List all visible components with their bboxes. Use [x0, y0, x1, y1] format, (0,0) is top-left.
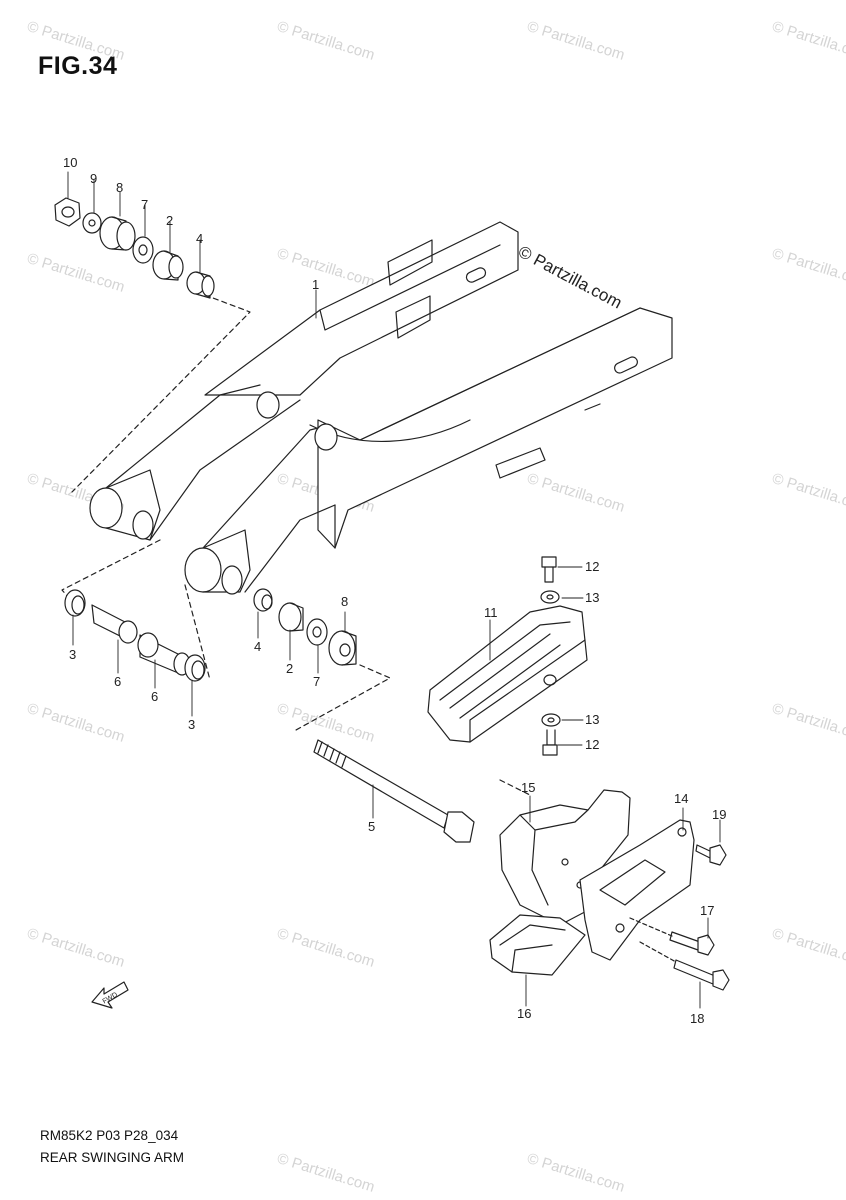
callout-4[interactable]: 4: [254, 639, 261, 654]
callout-13[interactable]: 13: [585, 590, 599, 605]
callout-12[interactable]: 12: [585, 737, 599, 752]
callout-2[interactable]: 2: [286, 661, 293, 676]
washer-13-upper[interactable]: [540, 590, 560, 604]
callout-numbers: 10 9 8 7 2 4 1 3 6 6 3 4 2 7 8 11 12 13 …: [63, 155, 726, 1026]
collar-6-a[interactable]: [91, 604, 138, 644]
callout-14[interactable]: 14: [674, 791, 688, 806]
callout-12[interactable]: 12: [585, 559, 599, 574]
nut-10[interactable]: [54, 197, 81, 227]
guide-plate-14[interactable]: [579, 819, 695, 961]
callout-8[interactable]: 8: [341, 594, 348, 609]
seal-8-lower[interactable]: [328, 630, 357, 666]
callout-11[interactable]: 11: [484, 605, 498, 620]
seal-8-upper[interactable]: [99, 216, 136, 251]
bearing-2-lower[interactable]: [278, 602, 304, 632]
callout-8[interactable]: 8: [116, 180, 123, 195]
callout-3[interactable]: 3: [69, 647, 76, 662]
washer-7-lower[interactable]: [306, 618, 328, 646]
callout-18[interactable]: 18: [690, 1011, 704, 1026]
leader-lines: [61, 294, 531, 796]
figure-code: RM85K2 P03 P28_034: [40, 1128, 179, 1143]
washer-7-upper[interactable]: [132, 236, 154, 264]
seal-3-left[interactable]: [64, 589, 86, 617]
callout-16[interactable]: 16: [517, 1006, 531, 1021]
seal-3-right[interactable]: [184, 654, 206, 682]
figure-name: REAR SWINGING ARM: [40, 1150, 185, 1165]
callout-7[interactable]: 7: [313, 674, 320, 689]
chain-slider-11[interactable]: [427, 605, 588, 743]
callout-7[interactable]: 7: [141, 197, 148, 212]
callout-5[interactable]: 5: [368, 819, 375, 834]
guide-block-16[interactable]: [489, 914, 586, 976]
callout-2[interactable]: 2: [166, 213, 173, 228]
callout-19[interactable]: 19: [712, 807, 726, 822]
callout-10[interactable]: 10: [63, 155, 77, 170]
pivot-bolt-5[interactable]: [313, 739, 475, 843]
bolt-18[interactable]: [673, 959, 730, 991]
bolt-12-lower[interactable]: [542, 729, 558, 756]
callout-1[interactable]: 1: [312, 277, 319, 292]
callout-6[interactable]: 6: [114, 674, 121, 689]
fwd-arrow-icon: FWD: [91, 981, 129, 1009]
washer-13-lower[interactable]: [541, 713, 561, 727]
leader-lines: [629, 917, 677, 963]
callout-17[interactable]: 17: [700, 903, 714, 918]
callout-3[interactable]: 3: [188, 717, 195, 732]
collar-4-upper[interactable]: [186, 271, 215, 299]
bearing-2-upper[interactable]: [152, 250, 184, 281]
bolt-17[interactable]: [669, 931, 715, 956]
callout-9[interactable]: 9: [90, 171, 97, 186]
callout-13[interactable]: 13: [585, 712, 599, 727]
callout-15[interactable]: 15: [521, 780, 535, 795]
figure-title: FIG.34: [38, 52, 118, 80]
washer-9[interactable]: [82, 212, 102, 234]
callout-6[interactable]: 6: [151, 689, 158, 704]
callout-4[interactable]: 4: [196, 231, 203, 246]
collar-4-lower[interactable]: [253, 588, 273, 612]
bolt-19[interactable]: [695, 844, 727, 866]
collar-6-b[interactable]: [137, 632, 191, 676]
callout-leaders: [67, 171, 721, 1009]
swing-arm[interactable]: [89, 221, 673, 595]
bolt-12-upper[interactable]: [541, 556, 557, 583]
